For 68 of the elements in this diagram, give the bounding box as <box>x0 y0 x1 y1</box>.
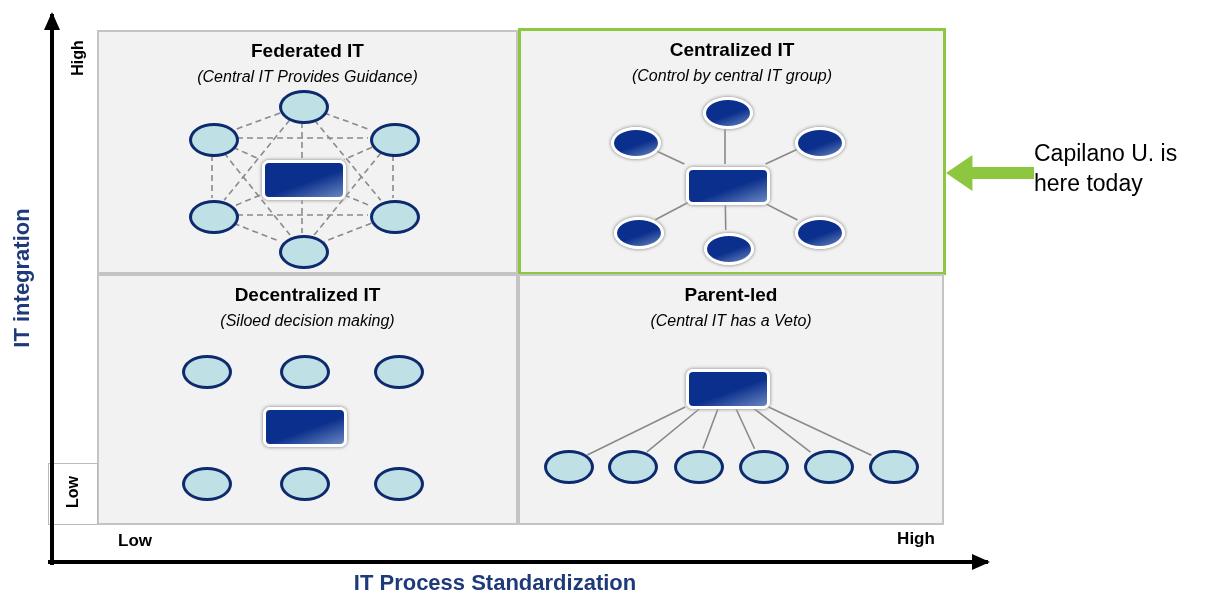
connector-line <box>751 406 812 454</box>
callout-text: Capilano U. is here today <box>1034 138 1204 208</box>
connector-line <box>764 148 798 165</box>
node-rectangle <box>686 369 770 409</box>
node-ellipse <box>189 123 239 157</box>
dashed-connector <box>313 152 382 236</box>
node-ellipse <box>374 355 424 389</box>
node-ellipse <box>869 450 919 484</box>
connector-line <box>586 406 687 456</box>
node-ellipse <box>280 355 330 389</box>
node-ellipse <box>544 450 594 484</box>
quadrant-title: Centralized IT <box>669 39 795 61</box>
node-ellipse <box>739 450 789 484</box>
dashed-connector <box>236 214 369 216</box>
node-rectangle <box>686 167 770 205</box>
node-ellipse <box>279 90 329 124</box>
node-ellipse <box>374 467 424 501</box>
axis-level-label: Low <box>64 476 82 508</box>
node-ellipse <box>182 467 232 501</box>
axis-title: IT integration <box>9 208 35 348</box>
quadrant-subtitle: (Siloed decision making) <box>220 312 395 330</box>
dashed-connector <box>211 154 213 199</box>
node-ellipse <box>182 355 232 389</box>
quadrant-title: Federated IT <box>251 40 364 62</box>
connector-line <box>702 406 720 450</box>
connector-line <box>767 405 873 457</box>
node-ellipse <box>674 450 724 484</box>
dashed-connector <box>343 146 373 161</box>
axis-level-label: Low <box>118 531 152 551</box>
quadrant-subtitle: (Control by central IT group) <box>631 67 833 85</box>
dashed-connector <box>236 137 369 139</box>
quadrant-title: Decentralized IT <box>234 284 381 306</box>
node-ellipse <box>370 200 420 234</box>
node-ellipse <box>704 233 754 265</box>
axis-title: IT Process Standardization <box>353 570 637 594</box>
node-ellipse <box>280 467 330 501</box>
node-ellipse <box>795 127 845 159</box>
node-ellipse <box>614 217 664 249</box>
dashed-connector <box>223 119 291 201</box>
node-ellipse <box>703 97 753 129</box>
node-ellipse <box>370 123 420 157</box>
quadrant-panel <box>97 274 518 525</box>
node-ellipse <box>795 217 845 249</box>
quadrant-panel <box>518 274 944 525</box>
quadrant-panel <box>518 28 946 275</box>
node-ellipse <box>804 450 854 484</box>
quadrant-title: Parent-led <box>684 284 778 306</box>
node-ellipse <box>611 127 661 159</box>
node-ellipse <box>608 450 658 484</box>
connector-line <box>646 406 703 453</box>
node-ellipse <box>189 200 239 234</box>
node-rectangle <box>263 407 347 447</box>
node-ellipse <box>279 235 329 269</box>
connector-line <box>654 201 690 221</box>
axis-level-label: High <box>69 40 87 76</box>
dashed-connector <box>301 121 303 159</box>
dashed-connector <box>301 197 303 234</box>
quadrant-subtitle: (Central IT has a Veto) <box>650 312 812 330</box>
axis-level-label: High <box>897 529 935 549</box>
dashed-connector <box>392 154 394 199</box>
dashed-connector <box>223 152 291 236</box>
dashed-connector <box>322 222 373 243</box>
connector-line <box>734 406 756 450</box>
quadrant-panel <box>97 30 518 274</box>
quadrant-subtitle: (Central IT Provides Guidance) <box>197 68 418 86</box>
node-rectangle <box>262 160 346 200</box>
dashed-connector <box>313 119 382 201</box>
pointer-arrow <box>946 155 1034 191</box>
